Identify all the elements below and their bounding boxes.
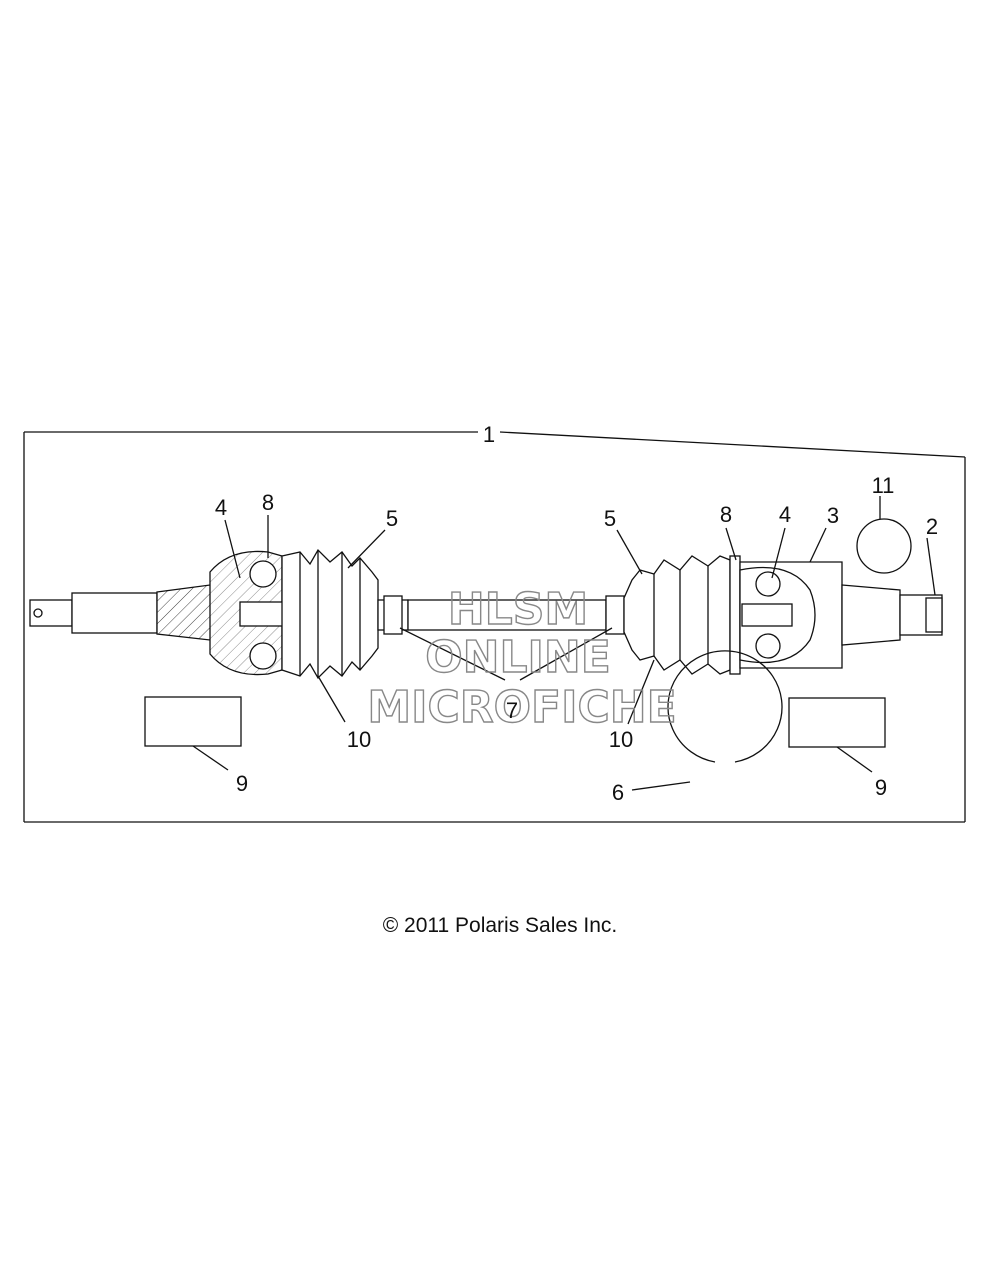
watermark: HLSM ONLINE MICROFICHE	[367, 583, 678, 733]
callout-4-left: 4	[215, 495, 227, 520]
callout-4-right: 4	[779, 502, 791, 527]
callout-5-right: 5	[604, 506, 616, 531]
snap-ring-6	[667, 650, 783, 763]
callout-6: 6	[612, 780, 624, 805]
center-shaft	[377, 595, 625, 635]
right-stub-shaft	[841, 584, 943, 646]
callout-9-left: 9	[236, 771, 248, 796]
label-9-left	[144, 696, 242, 747]
callout-3: 3	[827, 503, 839, 528]
callout-8-left: 8	[262, 490, 274, 515]
watermark-line3: MICROFICHE	[367, 682, 676, 733]
ring-11	[856, 518, 912, 574]
callout-11: 11	[872, 473, 895, 498]
assembly-frame	[23, 431, 966, 823]
callout-5-left: 5	[386, 506, 398, 531]
watermark-line2: ONLINE	[425, 632, 611, 683]
copyright-text: © 2011 Polaris Sales Inc.	[382, 914, 618, 937]
callout-2: 2	[926, 514, 938, 539]
callout-10-right: 10	[609, 727, 633, 752]
watermark-line1: HLSM	[448, 584, 588, 635]
callouts: 1 4 8 5 10 9 7 5 10 6 8 4 3 11 2 9	[215, 422, 938, 805]
left-stub-shaft	[29, 584, 226, 641]
callout-8-right: 8	[720, 502, 732, 527]
right-cv-housing	[739, 561, 843, 669]
callout-10-left: 10	[347, 727, 371, 752]
callout-9-right: 9	[875, 775, 887, 800]
left-cv-boot	[281, 548, 379, 680]
callout-1: 1	[483, 422, 495, 447]
label-9-right	[788, 697, 886, 748]
callout-7: 7	[506, 698, 518, 723]
leader-lines	[192, 496, 936, 791]
